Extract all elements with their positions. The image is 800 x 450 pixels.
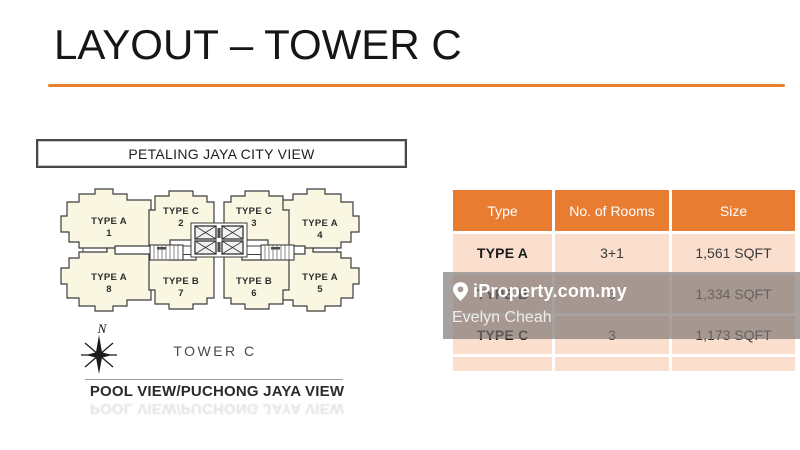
stairs-left-icon: [149, 244, 184, 261]
unit-8-label: TYPE A: [91, 272, 127, 283]
unit-5-label: TYPE A: [302, 272, 338, 283]
unit-7-number: 7: [178, 288, 184, 299]
compass-icon: N: [81, 322, 117, 374]
petaling-view-label: PETALING JAYA CITY VIEW: [36, 139, 407, 168]
stairs-right-icon: [260, 244, 295, 261]
lobby-mark-left: [157, 247, 166, 250]
unit-4-label: TYPE A: [302, 218, 338, 229]
floorplan-diagram: TYPE A 1 TYPE C 2 TYPE C 3 TYPE A 4 TYPE…: [60, 188, 360, 312]
watermark-brand-row: iProperty.com.my: [453, 281, 627, 302]
title-underline: [48, 84, 785, 87]
unit-8-shape: [60, 247, 152, 312]
unit-3-label: TYPE C: [236, 206, 272, 217]
lobby-mark-right: [271, 247, 280, 250]
plan-divider-line: [85, 379, 343, 380]
page-title: LAYOUT – TOWER C: [54, 21, 462, 68]
table-empty-cell: [453, 357, 552, 371]
tower-name-label: TOWER C: [173, 343, 257, 359]
pool-view-label: POOL VIEW/PUCHONG JAYA VIEW: [89, 383, 345, 400]
watermark-agent-name: Evelyn Cheah: [452, 309, 552, 326]
unit-6-label: TYPE B: [236, 276, 272, 287]
watermark-overlay: iProperty.com.my Evelyn Cheah: [443, 272, 800, 339]
watermark-brand-text: iProperty.com.my: [473, 281, 627, 301]
unit-4-number: 4: [317, 230, 323, 241]
table-row-a-rooms: 3+1: [555, 234, 669, 272]
table-empty-cell: [555, 357, 669, 371]
table-header-size: Size: [672, 190, 795, 231]
table-empty-cell: [672, 357, 795, 371]
compass-north-label: N: [97, 322, 108, 336]
location-pin-icon: [453, 282, 468, 301]
unit-1-label: TYPE A: [91, 216, 127, 227]
table-header-rooms: No. of Rooms: [555, 190, 669, 231]
table-header-type: Type: [453, 190, 552, 231]
unit-2-number: 2: [178, 218, 184, 229]
unit-5-number: 5: [317, 284, 323, 295]
table-row-a-size: 1,561 SQFT: [672, 234, 795, 272]
lift-core-icon: [190, 222, 248, 258]
unit-1-shape: [60, 188, 152, 253]
unit-7-label: TYPE B: [163, 276, 199, 287]
unit-2-label: TYPE C: [163, 206, 199, 217]
unit-3-number: 3: [251, 218, 257, 229]
pool-view-label-reflection: POOL VIEW/PUCHONG JAYA VIEW: [89, 400, 345, 417]
unit-6-shape: [223, 253, 290, 310]
unit-8-number: 8: [106, 284, 112, 295]
table-row-a-type: TYPE A: [453, 234, 552, 272]
unit-6-number: 6: [251, 288, 257, 299]
unit-1-number: 1: [106, 228, 112, 239]
